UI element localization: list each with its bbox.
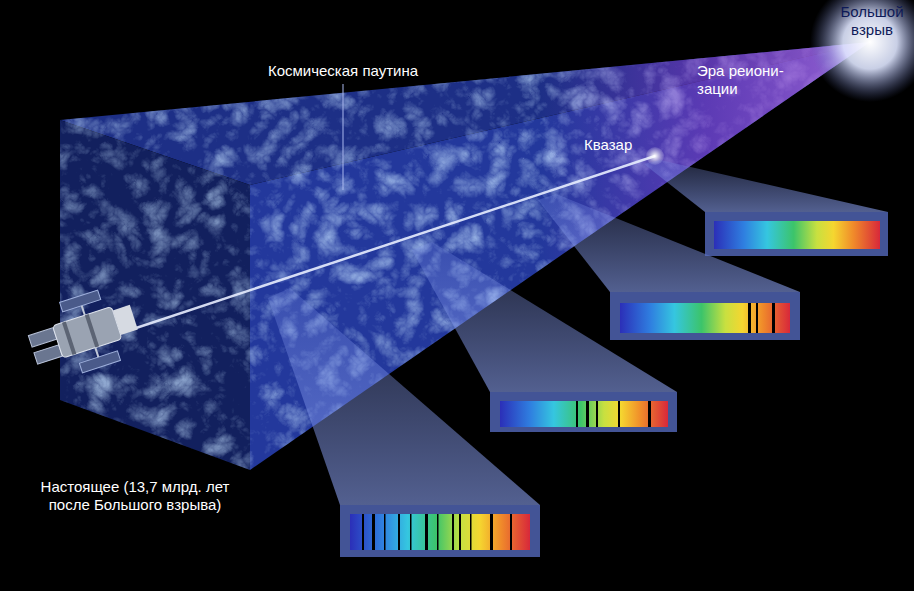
spectrum-frame bbox=[340, 505, 540, 557]
spectrum-bar bbox=[714, 221, 880, 249]
region-label: Космическая паутина bbox=[252, 62, 434, 80]
present-label: Настоящее (13,7 млрд. лет после Большого… bbox=[40, 478, 230, 514]
origin-label: Большой взрыв bbox=[834, 3, 910, 39]
spectrum-frame bbox=[610, 292, 800, 340]
spectrum-frame bbox=[705, 212, 888, 256]
leader-line bbox=[343, 84, 344, 190]
spectrum-bar bbox=[620, 303, 790, 333]
absorption-lines bbox=[576, 401, 651, 427]
era-label: Эра реиони- зации bbox=[697, 62, 793, 98]
telescope bbox=[22, 282, 146, 385]
spectrum-bar bbox=[500, 401, 668, 427]
spectrum-frame bbox=[490, 392, 677, 432]
spectrum-wedge bbox=[644, 160, 888, 212]
spectrum-bar bbox=[350, 514, 530, 550]
absorption-lines bbox=[362, 514, 512, 550]
big-bang-glow bbox=[810, 0, 914, 102]
absorption-lines bbox=[748, 303, 775, 333]
object-label: Квазар bbox=[584, 136, 648, 154]
